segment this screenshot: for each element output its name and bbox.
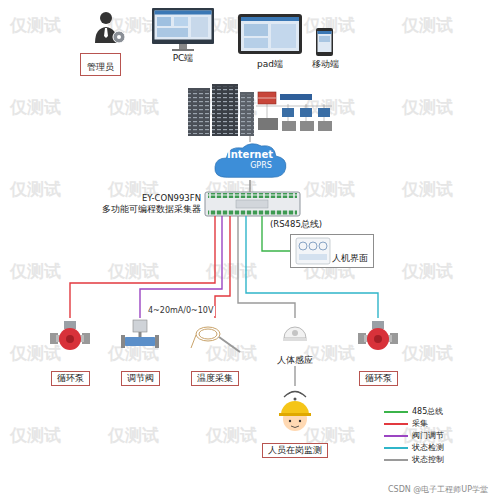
signal-wire bbox=[70, 216, 215, 318]
watermark: 仅测试 bbox=[402, 96, 453, 119]
terminal-caption: PC端 bbox=[148, 6, 218, 64]
cloud-shape bbox=[212, 140, 288, 180]
terminal-caption: 移动端 bbox=[304, 26, 346, 70]
legend-line bbox=[384, 420, 408, 428]
watermark: 仅测试 bbox=[402, 178, 453, 201]
node-label: Internet bbox=[227, 149, 273, 162]
cloud-outline bbox=[215, 144, 286, 178]
pc-monitor bbox=[152, 8, 214, 51]
legend-row: 状态检测 bbox=[384, 442, 444, 453]
watermark: 仅测试 bbox=[402, 342, 453, 365]
node-label: 人体感应 bbox=[277, 355, 313, 366]
node-label: 温度采集 bbox=[191, 371, 239, 386]
circulation-pump bbox=[50, 321, 90, 350]
device-box: 循环泵 bbox=[40, 318, 100, 386]
legend-text: 状态控制 bbox=[412, 455, 444, 465]
watermark: 仅测试 bbox=[10, 14, 61, 37]
node-label: 管理员 bbox=[87, 62, 114, 73]
watermark: 仅测试 bbox=[304, 178, 355, 201]
role-box: 管理员 bbox=[80, 53, 121, 76]
signal-wire bbox=[249, 180, 250, 192]
signal-wire bbox=[215, 216, 230, 318]
node-label: 人员在岗监测 bbox=[262, 443, 328, 458]
legend-line-sample bbox=[384, 423, 408, 425]
device-name: 多功能可编程数据采集器 bbox=[102, 204, 201, 215]
node-label: 循环泵 bbox=[51, 371, 90, 386]
node-label: GPRS bbox=[250, 161, 272, 171]
legend-line-sample bbox=[384, 435, 408, 437]
watermark: 仅测试 bbox=[108, 260, 159, 283]
legend-row: 485总线 bbox=[384, 406, 443, 417]
signal-wire bbox=[246, 216, 378, 318]
watermark: 仅测试 bbox=[206, 424, 257, 447]
temperature-probe bbox=[191, 327, 240, 352]
node-label: 调节阀 bbox=[121, 371, 160, 386]
legend-row: 状态控制 bbox=[384, 454, 444, 465]
watermark: 仅测试 bbox=[10, 342, 61, 365]
legend-line bbox=[384, 408, 408, 416]
watermark: 仅测试 bbox=[10, 96, 61, 119]
data-collector: EY-CON993FN多功能可编程数据采集器 bbox=[205, 192, 300, 216]
worker-icon bbox=[279, 392, 311, 432]
network-devices bbox=[256, 92, 332, 131]
watermark: 仅测试 bbox=[10, 424, 61, 447]
watermark: 仅测试 bbox=[108, 424, 159, 447]
legend-text: 采集 bbox=[412, 419, 428, 429]
device-name: EY-CON993FN bbox=[102, 193, 201, 204]
motion-sensor bbox=[283, 327, 307, 341]
device-box: 温度采集 bbox=[185, 318, 245, 386]
mobile-phone bbox=[316, 28, 333, 56]
legend-line bbox=[384, 456, 408, 464]
legend-line bbox=[384, 432, 408, 440]
signal-wire bbox=[294, 366, 295, 386]
source-credit: CSDN @电子工程师UP学堂 bbox=[388, 485, 488, 495]
node-label: PC端 bbox=[173, 53, 194, 64]
legend-line-sample bbox=[384, 459, 408, 461]
admin-icon bbox=[95, 12, 125, 43]
signal-wire bbox=[140, 216, 222, 318]
watermark: 仅测试 bbox=[108, 96, 159, 119]
node-label: 循环泵 bbox=[359, 371, 398, 386]
legend-line-sample bbox=[384, 447, 408, 449]
node-label: pad端 bbox=[257, 59, 283, 70]
watermark: 仅测试 bbox=[402, 14, 453, 37]
device-box: 人员在岗监测 bbox=[255, 386, 335, 458]
tablet bbox=[238, 14, 302, 54]
device-box: 循环泵 bbox=[348, 318, 408, 386]
watermark: 仅测试 bbox=[10, 178, 61, 201]
network-cloud: InternetGPRS bbox=[212, 140, 288, 180]
device-box: 调节阀 bbox=[110, 318, 170, 386]
terminal-caption: pad端 bbox=[234, 12, 306, 70]
hmi-box: 人机界面 bbox=[290, 234, 374, 268]
watermark: 仅测试 bbox=[206, 260, 257, 283]
legend-line bbox=[384, 444, 408, 452]
legend-text: 阀门调节 bbox=[412, 431, 444, 441]
node-label: 移动端 bbox=[312, 59, 339, 70]
collector-device bbox=[205, 192, 300, 216]
control-valve bbox=[121, 320, 159, 348]
server-rack bbox=[188, 84, 254, 136]
legend-text: 485总线 bbox=[412, 407, 443, 417]
watermark: 仅测试 bbox=[10, 260, 61, 283]
node-label: 人机界面 bbox=[332, 253, 368, 264]
device-caption: EY-CON993FN多功能可编程数据采集器 bbox=[102, 193, 201, 214]
legend-text: 状态检测 bbox=[412, 443, 444, 453]
sensor-box: 人体感应 bbox=[265, 318, 325, 366]
signal-range: 4~20mA/0~10V bbox=[146, 306, 215, 316]
legend-row: 采集 bbox=[384, 418, 428, 429]
hmi-screen-icons bbox=[292, 234, 372, 268]
legend-line-sample bbox=[384, 411, 408, 413]
bus-label: (RS485总线) bbox=[268, 219, 324, 229]
watermark: 仅测试 bbox=[402, 260, 453, 283]
circulation-pump bbox=[358, 321, 398, 350]
server-uplink bbox=[250, 136, 251, 142]
legend-row: 阀门调节 bbox=[384, 430, 444, 441]
